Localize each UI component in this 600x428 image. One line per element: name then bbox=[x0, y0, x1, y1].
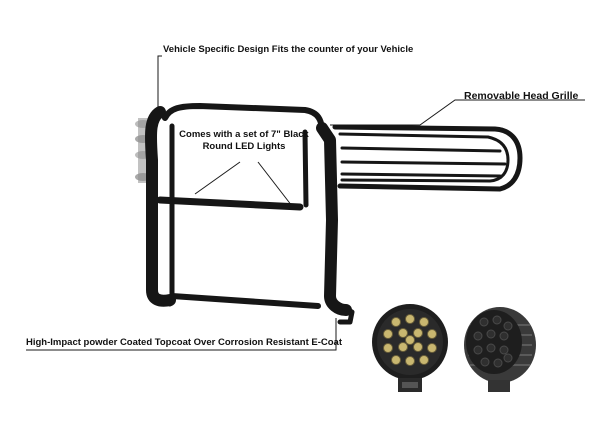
leader-line-vehicle-specific bbox=[157, 55, 162, 112]
leader-line-led-right bbox=[257, 161, 293, 207]
led-light-angled bbox=[464, 307, 536, 392]
leader-line-led-left bbox=[194, 161, 241, 195]
callout-vehicle-specific: Vehicle Specific Design Fits the counter… bbox=[163, 44, 414, 55]
leader-line-removable-grille bbox=[330, 99, 585, 126]
callout-coating: High-Impact powder Coated Topcoat Over C… bbox=[26, 337, 342, 348]
callout-removable-grille: Removable Head Grille bbox=[464, 90, 579, 102]
callout-led-lights-line1: Comes with a set of 7" Black bbox=[179, 129, 309, 140]
callout-led-lights-line2: Round LED Lights bbox=[202, 141, 286, 152]
removable-head-grille bbox=[332, 124, 523, 192]
callout-led-lights: Comes with a set of 7" Black Round LED L… bbox=[176, 129, 312, 153]
led-light-front bbox=[372, 304, 448, 392]
leader-line-coating bbox=[26, 318, 337, 351]
guard-frame bbox=[145, 103, 355, 325]
